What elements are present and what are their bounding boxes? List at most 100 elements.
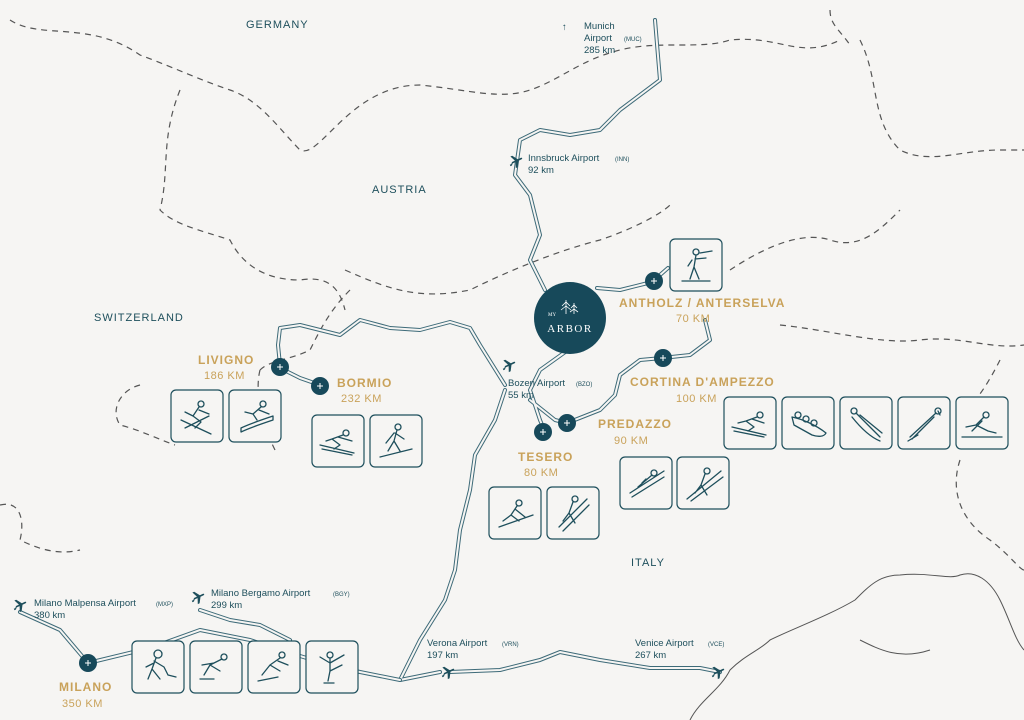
resort-nodes <box>79 272 672 672</box>
airport-bergamo-name: Milano Bergamo Airport <box>211 588 311 599</box>
airport-malpensa-code: (MXP) <box>156 602 173 608</box>
plane-icon <box>508 153 524 169</box>
my-arbor-logo[interactable]: MY ARBOR <box>534 282 606 354</box>
resort-cortina-name: CORTINA D'AMPEZZO <box>630 375 775 389</box>
figure-skating-icon <box>319 651 345 684</box>
airport-malpensa-name: Milano Malpensa Airport <box>34 598 136 609</box>
up-arrow-icon: ↑ <box>562 22 567 33</box>
airport-munich-name2: Airport <box>584 33 612 44</box>
tile-milano-shorttrack[interactable] <box>247 640 301 694</box>
airport-bozen-distance: 55 km <box>508 390 534 401</box>
airport-bozen-code: (BZO) <box>576 382 592 388</box>
airport-innsbruck-name: Innsbruck Airport <box>528 153 600 164</box>
airport-innsbruck[interactable]: Innsbruck Airport (INN) 92 km <box>507 152 630 176</box>
tile-cortina-luge[interactable] <box>839 396 893 450</box>
airport-venice-code: (VCE) <box>708 642 724 648</box>
airport-verona-name: Verona Airport <box>427 638 488 649</box>
node-antholz[interactable] <box>645 272 663 290</box>
short-track-icon <box>257 651 289 682</box>
curling-icon <box>961 411 1003 438</box>
resort-bormio-name: BORMIO <box>337 376 392 390</box>
tile-predazzo-skijump[interactable] <box>619 456 673 510</box>
node-milano[interactable] <box>79 654 97 672</box>
resort-antholz-distance: 70 KM <box>676 313 710 325</box>
ski-jumping-icon <box>629 469 665 498</box>
resort-cortina-distance: 100 KM <box>676 393 717 405</box>
plane-icon <box>501 357 517 373</box>
airport-malpensa-distance: 380 km <box>34 610 65 621</box>
alpine-skiing-icon <box>319 429 355 456</box>
node-cortina[interactable] <box>654 349 672 367</box>
country-label-germany: GERMANY <box>246 19 309 31</box>
airport-venice-distance: 267 km <box>635 650 666 661</box>
tile-antholz-biathlon[interactable] <box>669 238 723 292</box>
cross-country-skiing-icon <box>498 499 534 528</box>
tile-milano-icehockey[interactable] <box>131 640 185 694</box>
snowboard-icon <box>240 400 274 433</box>
airport-malpensa[interactable]: Milano Malpensa Airport (MXP) 380 km <box>11 596 173 621</box>
tile-milano-figureskating[interactable] <box>305 640 359 694</box>
country-borders <box>0 9 1024 571</box>
skeleton-icon <box>907 407 942 442</box>
airport-verona[interactable]: Verona Airport (VRN) 197 km <box>427 638 519 681</box>
tile-bormio-alpine[interactable] <box>311 414 365 468</box>
airport-munich-distance: 285 km <box>584 45 615 56</box>
resort-bormio-distance: 232 KM <box>341 393 382 405</box>
airport-bozen-name: Bozen Airport <box>508 378 565 389</box>
resort-milano-name: MILANO <box>59 680 112 694</box>
tile-tesero-nordic[interactable] <box>546 486 600 540</box>
country-label-italy: ITALY <box>631 557 665 569</box>
airport-venice[interactable]: Venice Airport (VCE) 267 km <box>635 638 727 681</box>
tile-tesero-crosscountry[interactable] <box>488 486 542 540</box>
plane-icon <box>12 597 28 613</box>
node-predazzo[interactable] <box>558 414 576 432</box>
airport-bergamo-code: (BGY) <box>333 592 350 598</box>
airport-bozen[interactable]: Bozen Airport (BZO) 55 km <box>500 356 593 401</box>
airport-innsbruck-code: (INN) <box>615 157 629 163</box>
nordic-combined-icon <box>558 495 590 532</box>
freestyle-skiing-icon <box>180 400 212 435</box>
country-label-austria: AUSTRIA <box>372 184 427 196</box>
tile-cortina-alpine[interactable] <box>723 396 777 450</box>
resort-milano-distance: 350 KM <box>62 698 103 710</box>
speed-skating-icon <box>199 653 228 680</box>
bobsleigh-icon <box>791 411 827 437</box>
node-livigno[interactable] <box>271 358 289 376</box>
luge-icon <box>850 407 883 442</box>
airport-bergamo-distance: 299 km <box>211 600 242 611</box>
coastline <box>689 573 1024 720</box>
airport-munich[interactable]: ↑ Munich Airport (MUC) 285 km <box>562 21 642 56</box>
logo-small-text: MY <box>548 313 556 318</box>
node-tesero[interactable] <box>534 423 552 441</box>
tile-livigno-freestyle[interactable] <box>170 389 224 443</box>
resort-livigno-name: LIVIGNO <box>198 353 254 367</box>
resort-antholz-name: ANTHOLZ / ANTERSELVA <box>619 296 785 310</box>
tile-livigno-snowboard[interactable] <box>228 389 282 443</box>
logo-name: ARBOR <box>547 323 592 335</box>
ski-mountaineering-icon <box>379 423 413 458</box>
tile-bormio-mountaineering[interactable] <box>369 414 423 468</box>
node-bormio[interactable] <box>311 377 329 395</box>
plane-icon <box>190 589 206 605</box>
routes <box>18 18 722 682</box>
tile-cortina-curling[interactable] <box>955 396 1009 450</box>
country-label-switzerland: SWITZERLAND <box>94 312 184 324</box>
tile-cortina-bobsleigh[interactable] <box>781 396 835 450</box>
alpine-skiing-icon <box>731 411 767 438</box>
tile-predazzo-nordic[interactable] <box>676 456 730 510</box>
resort-livigno-distance: 186 KM <box>204 370 245 382</box>
ice-hockey-icon <box>145 649 177 680</box>
resort-predazzo-name: PREDAZZO <box>598 417 672 431</box>
tile-cortina-skeleton[interactable] <box>897 396 951 450</box>
resort-tesero-name: TESERO <box>518 450 573 464</box>
airport-munich-name1: Munich <box>584 21 615 32</box>
airport-verona-code: (VRN) <box>502 642 519 648</box>
airport-bergamo[interactable]: Milano Bergamo Airport (BGY) 299 km <box>189 588 350 611</box>
airport-venice-name: Venice Airport <box>635 638 694 649</box>
resort-predazzo-distance: 90 KM <box>614 435 648 447</box>
airport-verona-distance: 197 km <box>427 650 458 661</box>
tree-icon <box>560 300 579 314</box>
tile-milano-speedskating[interactable] <box>189 640 243 694</box>
airport-munich-code: (MUC) <box>624 37 642 43</box>
